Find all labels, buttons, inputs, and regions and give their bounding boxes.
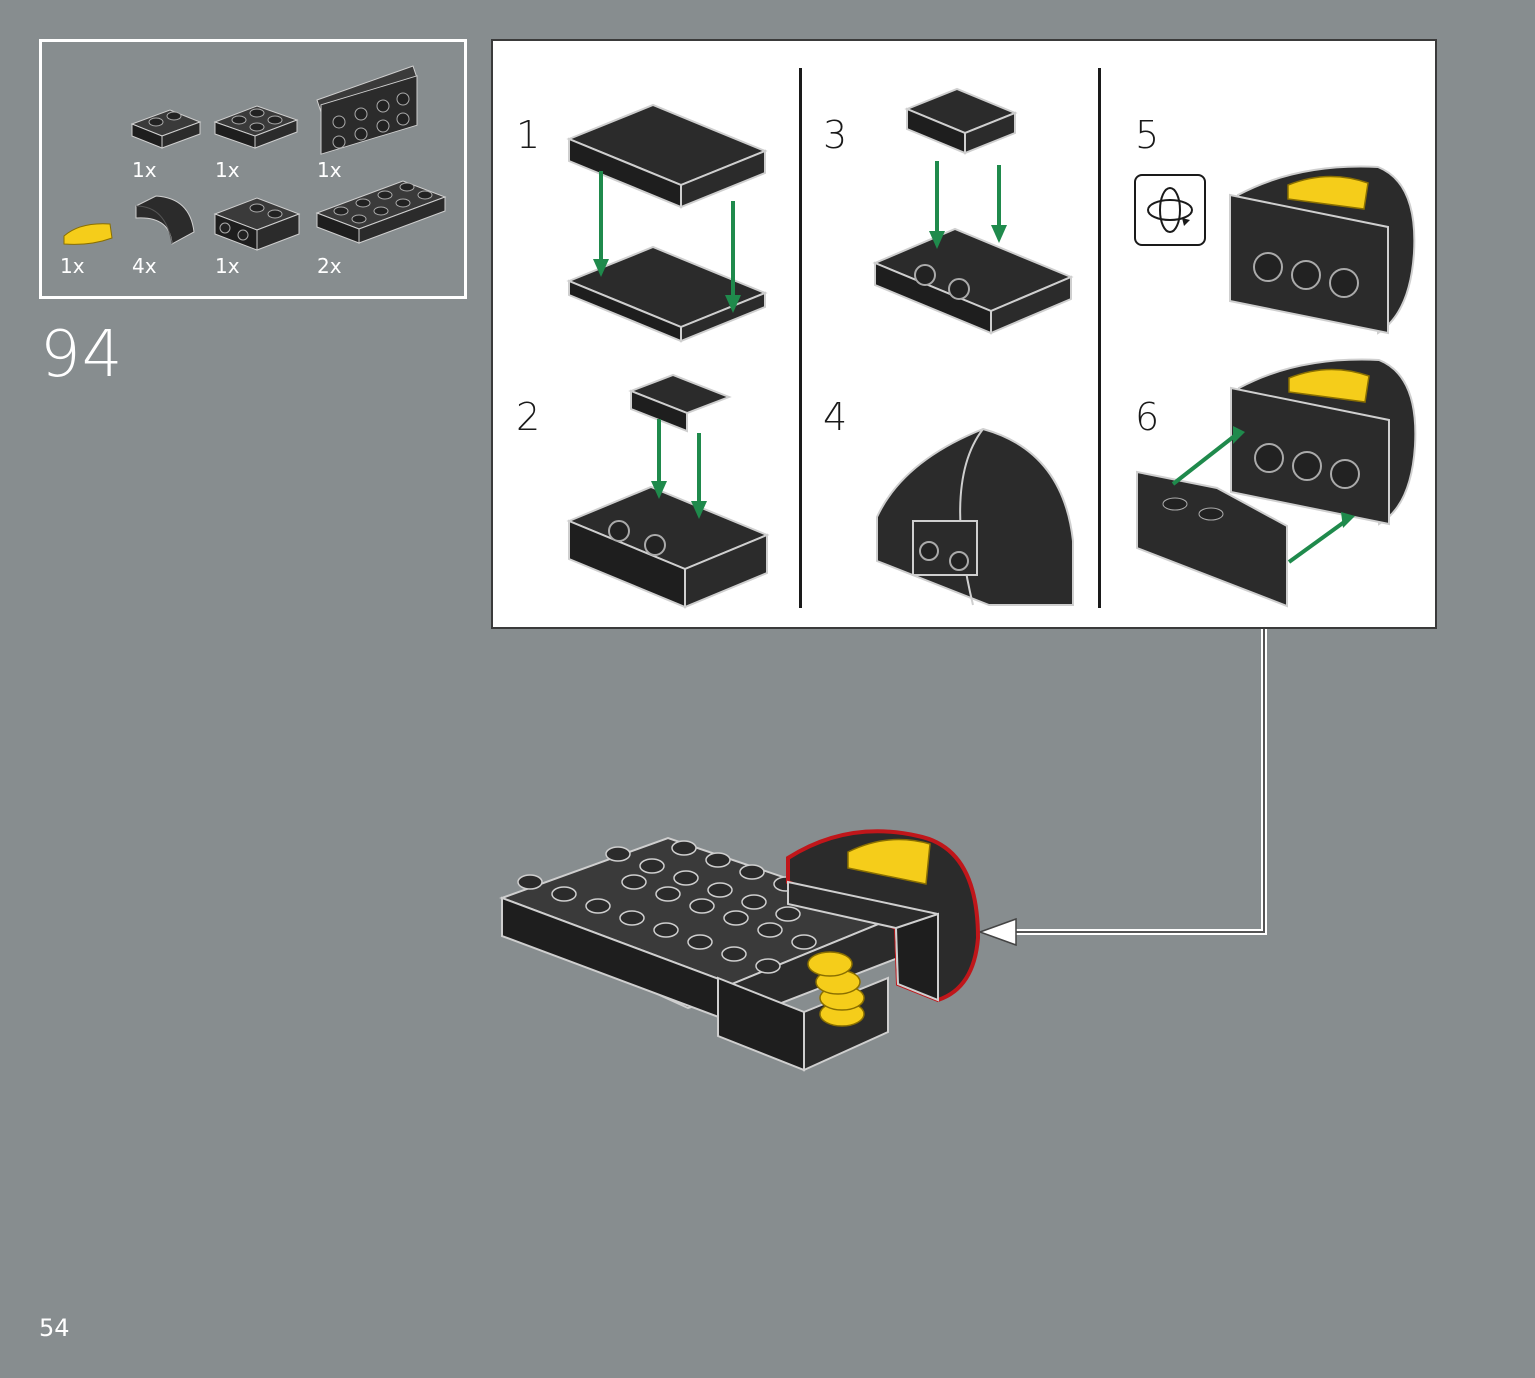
callout-connector-arrow	[977, 629, 1267, 947]
substep-5-illustration	[1229, 165, 1416, 335]
part-plate-2x4-icon	[315, 180, 447, 244]
part-curved-slope-icon	[135, 195, 195, 245]
part-qty: 1x	[317, 158, 342, 182]
part-round-tile-half-icon	[63, 223, 113, 245]
main-assembly-model	[499, 829, 981, 1072]
part-qty: 4x	[132, 254, 157, 278]
part-qty: 1x	[215, 254, 240, 278]
rotate-model-icon	[1134, 174, 1206, 246]
part-brick-with-studs-on-side-icon	[213, 197, 301, 251]
substep-label: 3	[823, 113, 848, 157]
substep-label: 2	[516, 395, 541, 439]
part-qty: 2x	[317, 254, 342, 278]
substep-6-illustration	[1136, 358, 1417, 608]
panel-divider	[1098, 68, 1101, 608]
substep-label: 1	[516, 113, 541, 157]
part-bracket-2x4-icon	[316, 65, 418, 155]
page-number: 54	[39, 1314, 70, 1342]
substep-label: 4	[823, 395, 848, 439]
parts-list-box: 1x 1x 1x 1x 4x 1x	[39, 39, 467, 299]
subassembly-panel: 1 2 3 4 5 6	[491, 39, 1437, 629]
substep-label: 5	[1135, 113, 1160, 157]
substep-1-illustration	[566, 103, 768, 343]
part-qty: 1x	[215, 158, 240, 182]
substep-4-illustration	[876, 427, 1074, 606]
substep-3-illustration	[872, 87, 1074, 335]
part-plate-1x2-icon	[130, 109, 202, 149]
panel-divider	[799, 68, 802, 608]
substep-2-illustration	[566, 373, 770, 609]
step-number: 94	[40, 318, 124, 392]
part-qty: 1x	[60, 254, 85, 278]
substep-label: 6	[1135, 395, 1160, 439]
part-qty: 1x	[132, 158, 157, 182]
part-plate-2x2-icon	[213, 105, 299, 149]
